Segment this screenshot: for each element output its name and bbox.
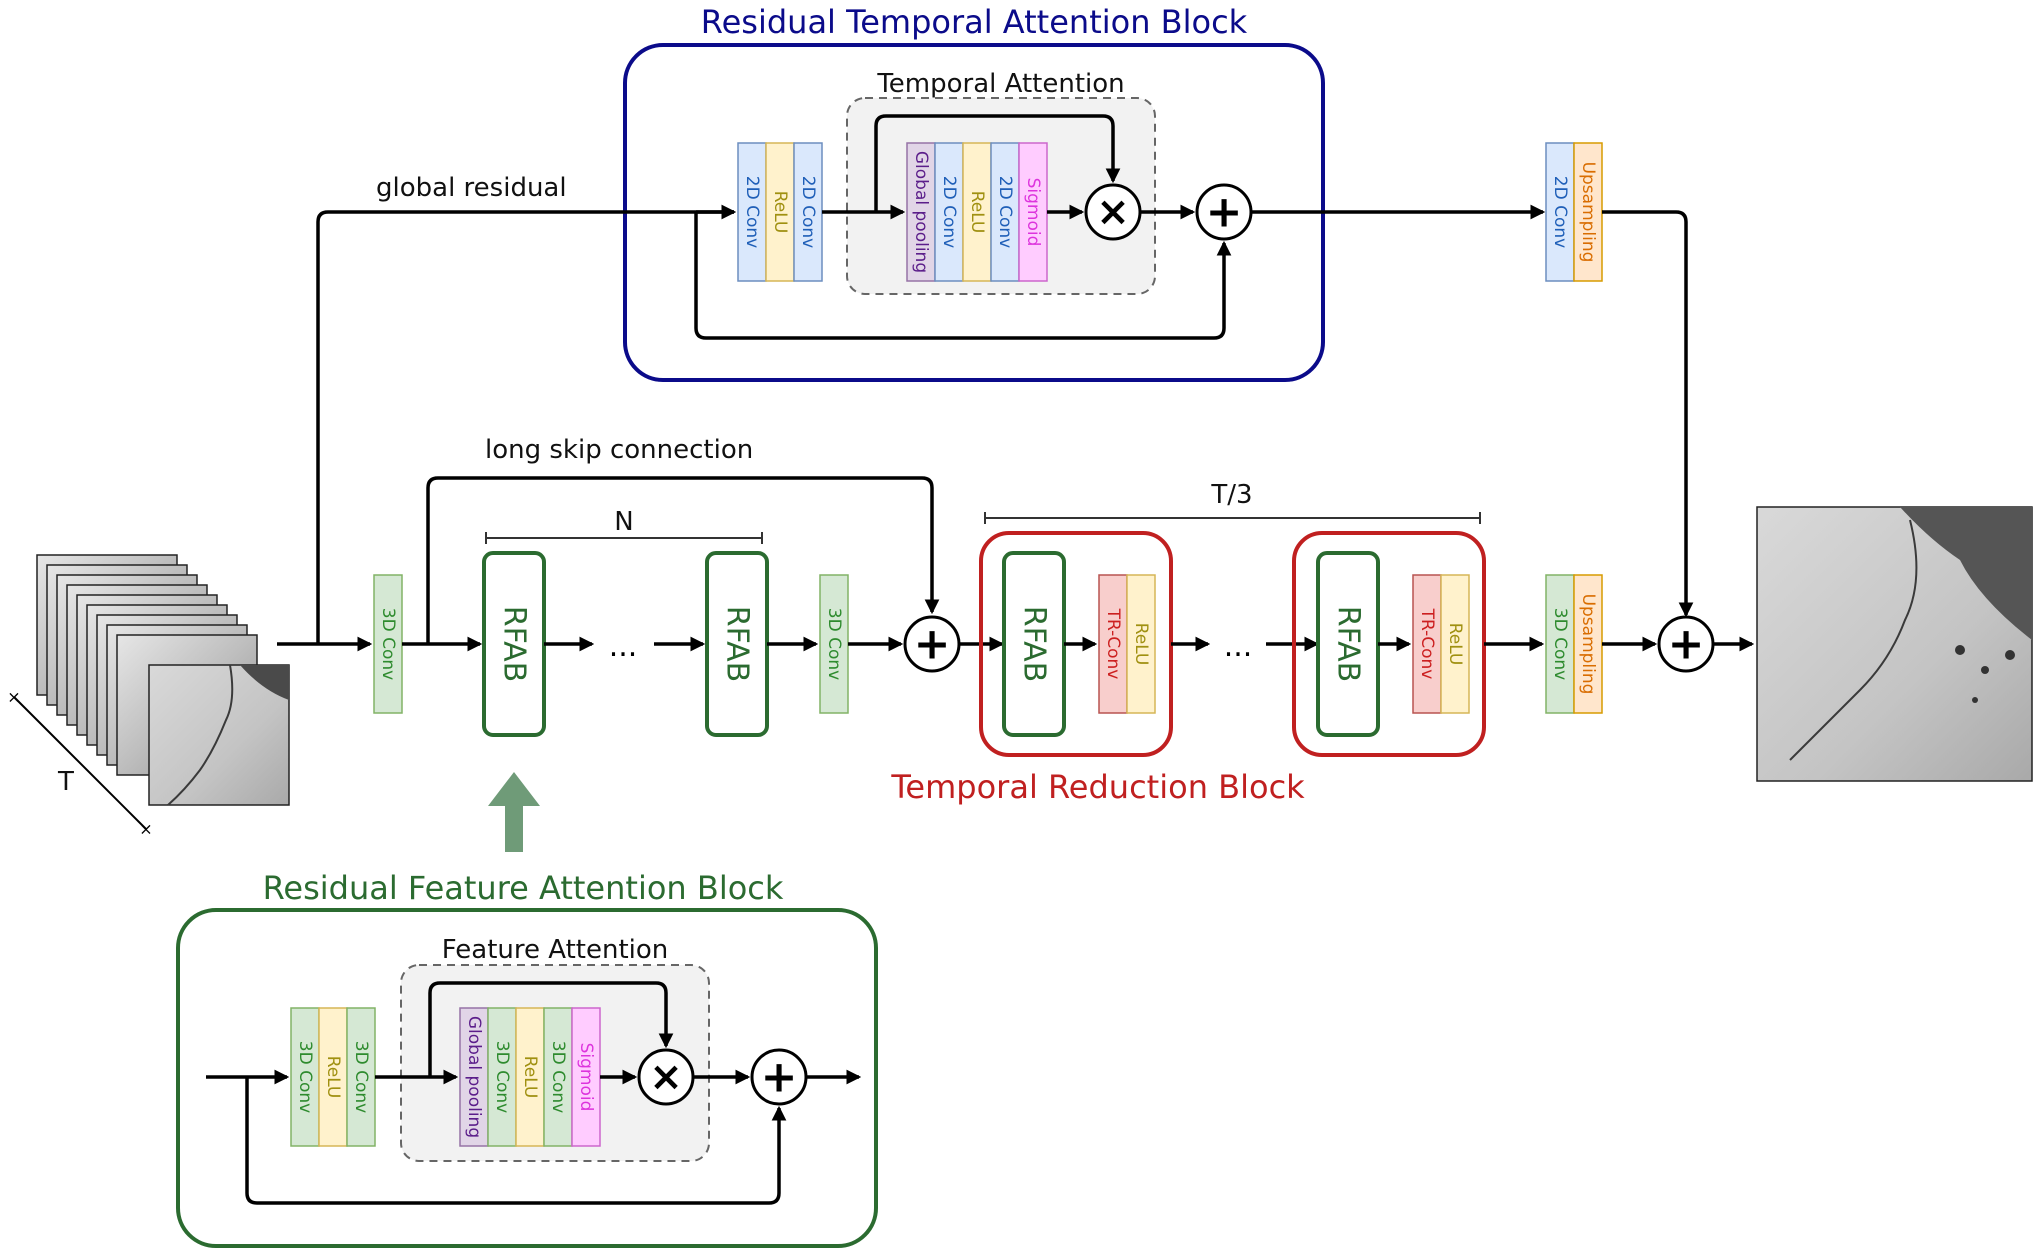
svg-text:ReLU: ReLU — [520, 1056, 540, 1099]
svg-text:Sigmoid: Sigmoid — [1023, 178, 1043, 247]
svg-text:2D Conv: 2D Conv — [798, 176, 818, 248]
trb-title: Temporal Reduction Block — [890, 768, 1305, 806]
ta-layer-2d-conv-1: 2D Conv — [934, 142, 964, 282]
temporal-attention-title: Temporal Attention — [876, 69, 1124, 99]
fa-multiply-icon: × — [637, 1048, 695, 1106]
svg-text:2D Conv: 2D Conv — [939, 176, 959, 248]
svg-text:RFAB: RFAB — [497, 606, 532, 682]
rtab-layer-2d-conv-1: 2D Conv — [737, 142, 767, 282]
t3-label: T/3 — [1210, 480, 1252, 510]
svg-text:Upsampling: Upsampling — [1578, 594, 1598, 695]
rtab-add-icon: + — [1195, 183, 1253, 241]
svg-text:+: + — [761, 1052, 798, 1103]
rtab-title: Residual Temporal Attention Block — [701, 3, 1248, 41]
rtab-block: Residual Temporal Attention Block Tempor… — [623, 3, 1325, 382]
rtab-layer-2d-conv-2: 2D Conv — [793, 142, 823, 282]
svg-text:×: × — [7, 688, 20, 707]
svg-text:3D Conv: 3D Conv — [1550, 608, 1570, 680]
svg-text:RFAB: RFAB — [1331, 606, 1366, 682]
feature-attention-title: Feature Attention — [442, 935, 669, 965]
fa-layer-relu: ReLU — [515, 1007, 545, 1147]
main-upsampling: Upsampling — [1573, 574, 1603, 714]
svg-text:3D Conv: 3D Conv — [548, 1041, 568, 1113]
ellipsis-1: ... — [609, 629, 638, 664]
svg-text:×: × — [649, 1054, 683, 1100]
svg-text:ReLU: ReLU — [967, 191, 987, 234]
svg-text:3D Conv: 3D Conv — [378, 608, 398, 680]
main-3d-conv-2: 3D Conv — [819, 574, 849, 714]
svg-text:RFAB: RFAB — [1017, 606, 1052, 682]
t-label: T — [57, 767, 74, 797]
global-residual-label: global residual — [376, 173, 567, 203]
ta-layer-global-pooling: Global pooling — [906, 142, 936, 282]
svg-text:+: + — [1668, 619, 1705, 670]
skip-add-icon: + — [903, 615, 961, 673]
svg-text:ReLU: ReLU — [1445, 623, 1465, 666]
main-3d-conv-1: 3D Conv — [373, 574, 403, 714]
ta-layer-relu: ReLU — [962, 142, 992, 282]
rfab-box-n: RFAB — [705, 551, 769, 737]
rfab-box-1: RFAB — [482, 551, 546, 737]
fa-layer-global-pooling: Global pooling — [459, 1007, 489, 1147]
svg-text:3D Conv: 3D Conv — [351, 1041, 371, 1113]
svg-text:ReLU: ReLU — [1131, 623, 1151, 666]
rfab-layer-relu: ReLU — [318, 1007, 348, 1147]
trb-box-2: RFAB TR-Conv ReLU — [1292, 531, 1486, 757]
svg-text:Upsampling: Upsampling — [1578, 162, 1598, 263]
rfab-title: Residual Feature Attention Block — [263, 869, 784, 907]
long-skip-label: long skip connection — [485, 435, 753, 465]
svg-text:×: × — [139, 820, 152, 839]
svg-text:3D Conv: 3D Conv — [492, 1041, 512, 1113]
svg-text:2D Conv: 2D Conv — [742, 176, 762, 248]
svg-text:2D Conv: 2D Conv — [995, 176, 1015, 248]
svg-text:+: + — [914, 619, 951, 670]
output-image — [1756, 506, 2033, 782]
svg-text:ReLU: ReLU — [323, 1056, 343, 1099]
rfab-layer-3d-conv-2: 3D Conv — [346, 1007, 376, 1147]
svg-text:RFAB: RFAB — [720, 606, 755, 682]
trb-box-1: RFAB TR-Conv ReLU — [979, 531, 1173, 757]
svg-text:TR-Conv: TR-Conv — [1103, 608, 1123, 680]
expand-arrow-icon — [488, 772, 540, 852]
final-add-icon: + — [1657, 615, 1715, 673]
svg-text:2D Conv: 2D Conv — [1550, 176, 1570, 248]
fa-layer-3d-conv-2: 3D Conv — [543, 1007, 573, 1147]
ta-multiply-icon: × — [1084, 183, 1142, 241]
ta-layer-2d-conv-2: 2D Conv — [990, 142, 1020, 282]
n-label: N — [614, 507, 633, 537]
svg-text:3D Conv: 3D Conv — [824, 608, 844, 680]
rfab-block: Residual Feature Attention Block Feature… — [176, 869, 878, 1248]
rfab-layer-3d-conv-1: 3D Conv — [290, 1007, 320, 1147]
top-2d-conv: 2D Conv — [1545, 142, 1575, 282]
svg-text:Global pooling: Global pooling — [911, 151, 931, 273]
t3-bracket: T/3 — [984, 480, 1481, 524]
input-image-stack: × × T — [7, 554, 290, 839]
long-skip-connection: long skip connection — [426, 435, 940, 644]
n-bracket: N — [485, 507, 763, 544]
svg-text:+: + — [1206, 187, 1243, 238]
ellipsis-2: ... — [1224, 629, 1253, 664]
svg-text:Global pooling: Global pooling — [464, 1016, 484, 1138]
fa-layer-sigmoid: Sigmoid — [571, 1007, 601, 1147]
ta-layer-sigmoid: Sigmoid — [1018, 142, 1048, 282]
svg-text:Sigmoid: Sigmoid — [576, 1043, 596, 1112]
fa-layer-3d-conv-1: 3D Conv — [487, 1007, 517, 1147]
rfab-add-icon: + — [750, 1048, 808, 1106]
svg-text:TR-Conv: TR-Conv — [1417, 608, 1437, 680]
global-residual-path: global residual — [316, 173, 1546, 644]
main-3d-conv-3: 3D Conv — [1545, 574, 1575, 714]
svg-text:3D Conv: 3D Conv — [295, 1041, 315, 1113]
rtab-layer-relu: ReLU — [765, 142, 795, 282]
svg-text:×: × — [1096, 189, 1130, 235]
top-upsampling: Upsampling — [1573, 142, 1603, 282]
svg-text:ReLU: ReLU — [770, 191, 790, 234]
